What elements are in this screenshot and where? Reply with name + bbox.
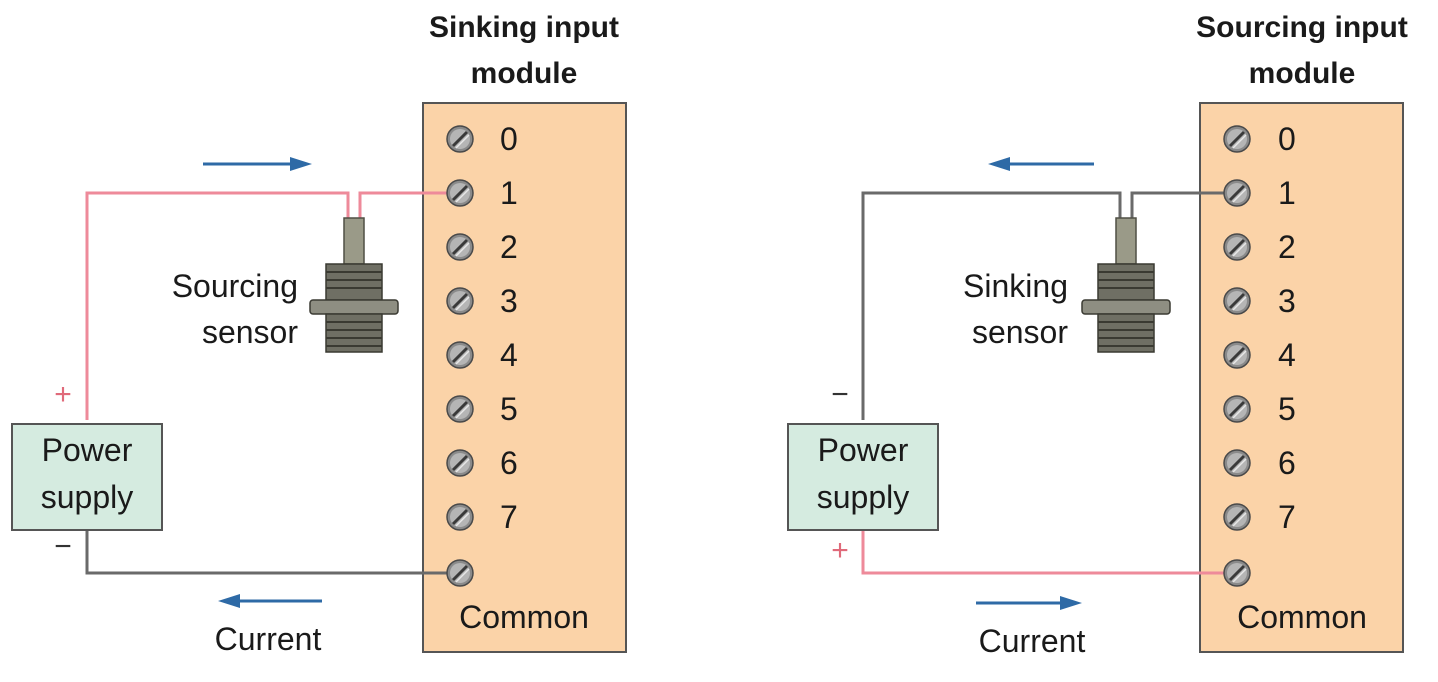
proximity-sensor-icon <box>1081 217 1171 353</box>
terminal-7[interactable]: 7 <box>1222 499 1296 535</box>
polarity-top-sign: − <box>831 378 849 411</box>
negative-wire <box>85 530 460 575</box>
terminal-5[interactable]: 5 <box>1222 391 1296 427</box>
signal-wire <box>1130 191 1237 218</box>
terminal-label: 4 <box>1278 337 1296 373</box>
terminal-label: 6 <box>500 445 518 481</box>
terminal-label: 5 <box>500 391 518 427</box>
terminal-common[interactable] <box>1222 558 1252 588</box>
terminal-label: 1 <box>500 175 518 211</box>
terminal-3[interactable]: 3 <box>1222 283 1296 319</box>
terminal-6[interactable]: 6 <box>1222 445 1296 481</box>
current-arrow-left-icon <box>218 594 322 608</box>
terminal-3[interactable]: 3 <box>445 283 518 319</box>
panel-sinking-input-module: Sinking input module 0 1 2 3 4 5 6 7 Com… <box>11 11 627 657</box>
terminal-2[interactable]: 2 <box>1222 229 1296 265</box>
current-arrow-left-icon <box>988 157 1094 171</box>
terminal-1[interactable]: 1 <box>1222 175 1296 211</box>
module-title: Sinking input <box>429 11 619 44</box>
terminal-0[interactable]: 0 <box>1222 121 1296 157</box>
sensor-label: Sinking <box>963 268 1068 304</box>
terminal-5[interactable]: 5 <box>445 391 518 427</box>
terminal-1[interactable]: 1 <box>445 175 518 211</box>
terminal-label: 2 <box>500 229 518 265</box>
power-supply-box <box>11 423 163 531</box>
negative-wire <box>861 191 1122 420</box>
power-supply-label: Power <box>42 432 133 468</box>
current-arrow-right-icon <box>976 596 1082 610</box>
power-supply-label-line2: supply <box>41 479 134 515</box>
sensor-label-line2: sensor <box>972 314 1068 350</box>
sensor-label: Sourcing <box>172 268 298 304</box>
panel-sourcing-input-module: Sourcing input module 0 1 2 3 4 5 6 7 Co… <box>787 11 1408 659</box>
terminal-0[interactable]: 0 <box>445 121 518 157</box>
module-title-line2: module <box>1249 57 1356 90</box>
current-label: Current <box>979 623 1086 659</box>
terminal-4[interactable]: 4 <box>1222 337 1296 373</box>
terminal-2[interactable]: 2 <box>445 229 518 265</box>
terminal-4[interactable]: 4 <box>445 337 518 373</box>
terminal-label: 4 <box>500 337 518 373</box>
power-supply-box <box>787 423 939 531</box>
signal-wire <box>358 191 460 218</box>
current-label: Current <box>215 621 322 657</box>
terminal-label: 0 <box>500 121 518 157</box>
proximity-sensor-icon <box>309 217 399 353</box>
sensor-label-line2: sensor <box>202 314 298 350</box>
terminal-label: 7 <box>500 499 518 535</box>
terminal-6[interactable]: 6 <box>445 445 518 481</box>
terminal-label: 1 <box>1278 175 1296 211</box>
power-supply-label-line2: supply <box>817 479 910 515</box>
terminal-label: 2 <box>1278 229 1296 265</box>
module-title: Sourcing input <box>1196 11 1408 44</box>
terminal-label: 3 <box>1278 283 1296 319</box>
polarity-bottom-sign: + <box>831 534 849 567</box>
positive-wire <box>85 191 350 420</box>
terminal-label: 3 <box>500 283 518 319</box>
module-title-line2: module <box>471 57 578 90</box>
terminal-label: 5 <box>1278 391 1296 427</box>
terminal-label: 7 <box>1278 499 1296 535</box>
terminal-common[interactable] <box>445 558 475 588</box>
terminal-label: 0 <box>1278 121 1296 157</box>
terminal-7[interactable]: 7 <box>445 499 518 535</box>
common-label: Common <box>459 599 589 635</box>
positive-wire <box>861 530 1237 575</box>
power-supply-label: Power <box>818 432 909 468</box>
common-label: Common <box>1237 599 1367 635</box>
polarity-top-sign: + <box>54 378 72 411</box>
terminal-label: 6 <box>1278 445 1296 481</box>
current-arrow-right-icon <box>203 157 312 171</box>
polarity-bottom-sign: − <box>54 530 72 563</box>
